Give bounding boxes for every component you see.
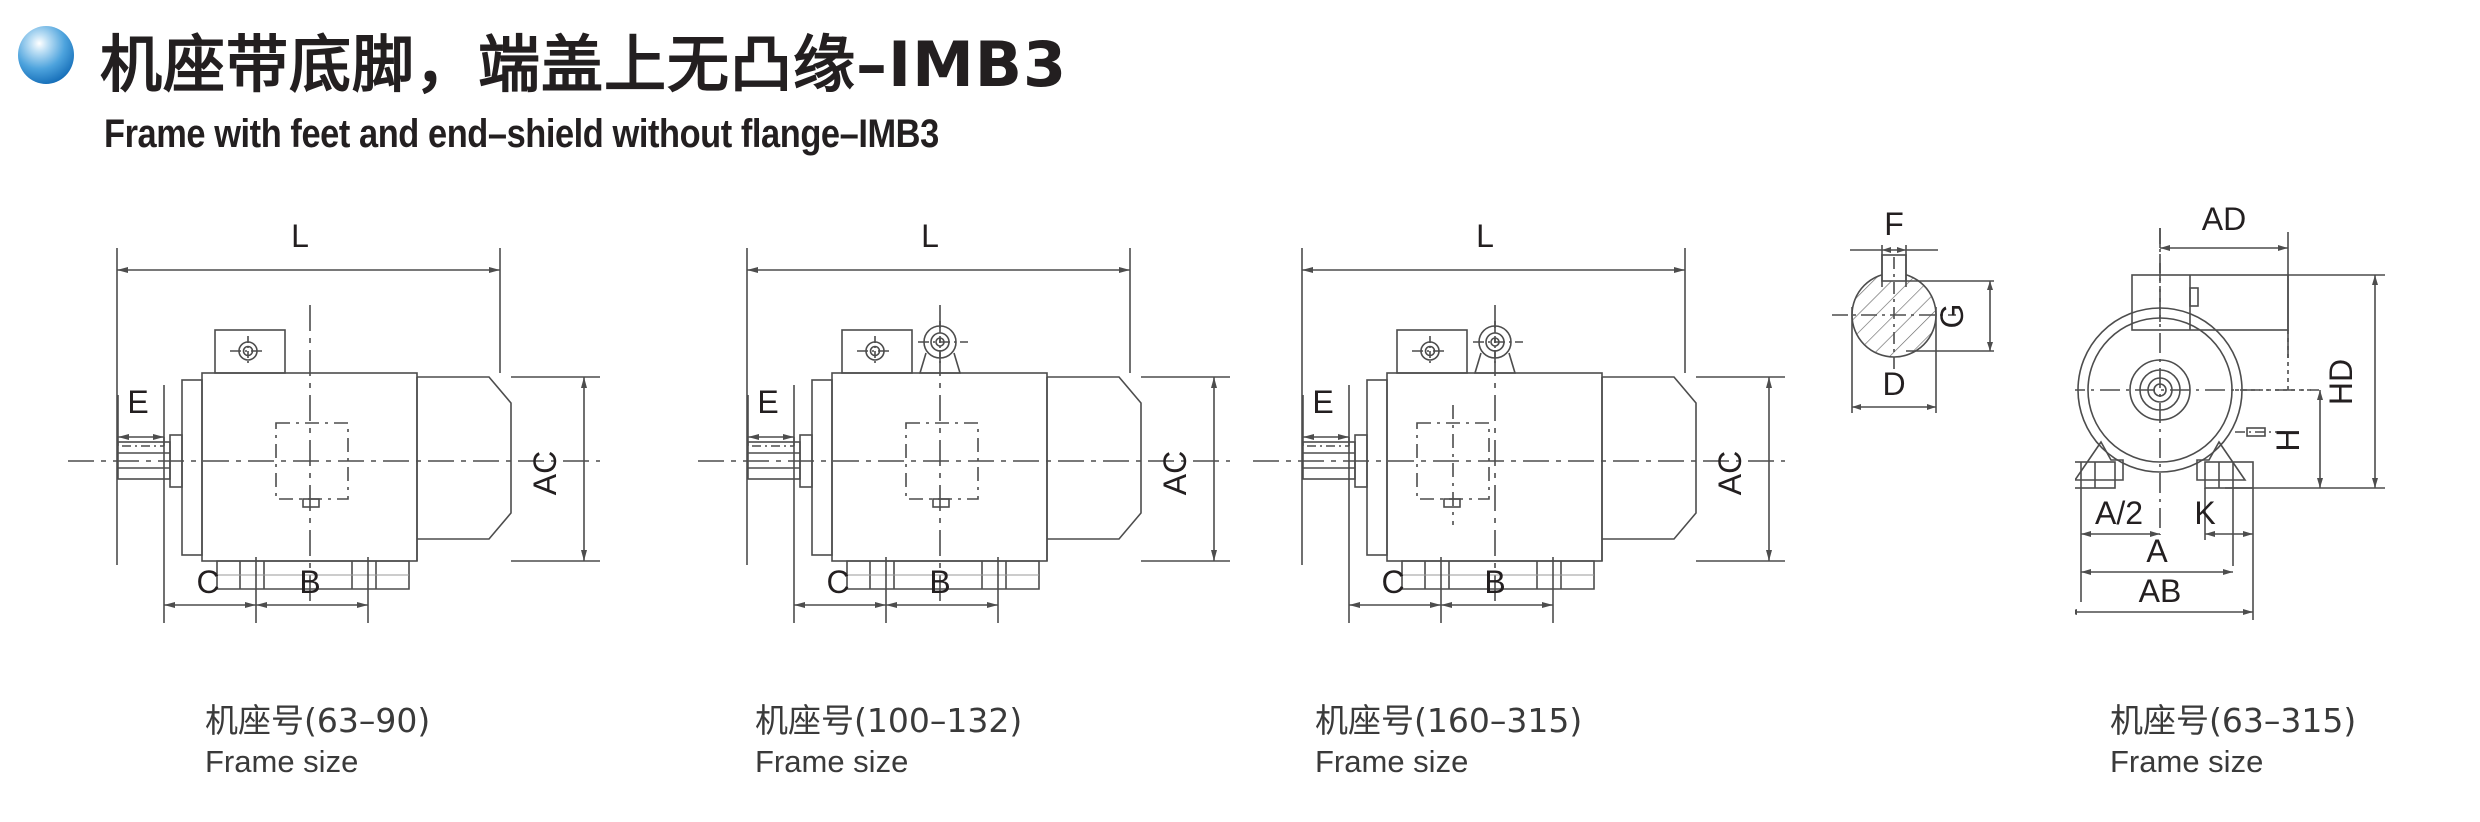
dimension-label-C: C <box>1381 564 1404 600</box>
dimension-label-G: G <box>1934 304 1970 329</box>
dimension-label-F: F <box>1884 206 1904 242</box>
drawing-frame-160-315: L E AC C B <box>1253 218 1785 623</box>
dimension-label-AD: AD <box>2202 201 2246 237</box>
caption-frame-63-315: 机座号(63–315) Frame size <box>2110 700 2356 782</box>
dimension-label-A: A <box>2146 533 2168 569</box>
dimension-label-D: D <box>1882 366 1905 402</box>
caption-cn: 机座号(160–315) <box>1315 701 1583 740</box>
page-header: 机座带底脚，端盖上无凸缘–IMB3 Frame with feet and en… <box>0 0 2480 185</box>
dimension-label-A-half: A/2 <box>2095 495 2143 531</box>
dimension-label-B: B <box>1484 564 1505 600</box>
dimension-label-B: B <box>299 564 320 600</box>
page-title-en: Frame with feet and end–shield without f… <box>104 112 939 156</box>
caption-en: Frame size <box>2110 744 2264 779</box>
figure-frame-100-132: L E AC C B <box>690 205 1250 635</box>
blue-sphere-bullet-icon <box>18 26 74 84</box>
dimension-label-K: K <box>2194 495 2215 531</box>
dimension-label-AC: AC <box>1712 451 1748 495</box>
dimension-label-C: C <box>196 564 219 600</box>
caption-frame-63-90: 机座号(63–90) Frame size <box>205 700 430 782</box>
caption-en: Frame size <box>1315 744 1469 779</box>
figure-frame-63-90: L E AC C B <box>60 205 620 635</box>
figure-shaft-section: F G D <box>1830 195 2070 425</box>
caption-frame-100-132: 机座号(100–132) Frame size <box>755 700 1022 782</box>
caption-cn: 机座号(63–90) <box>205 701 431 740</box>
caption-en: Frame size <box>755 744 909 779</box>
caption-frame-160-315: 机座号(160–315) Frame size <box>1315 700 1582 782</box>
dimension-label-E: E <box>1312 384 1333 420</box>
dimension-label-AC: AC <box>527 451 563 495</box>
dimension-label-B: B <box>929 564 950 600</box>
dimension-label-AC: AC <box>1157 451 1193 495</box>
dimension-label-E: E <box>757 384 778 420</box>
caption-cn: 机座号(100–132) <box>755 701 1023 740</box>
dimension-label-L: L <box>1476 218 1494 254</box>
dimension-label-C: C <box>826 564 849 600</box>
drawing-shaft-section: F G D <box>1832 206 1994 413</box>
caption-cn: 机座号(63–315) <box>2110 701 2357 740</box>
caption-en: Frame size <box>205 744 359 779</box>
drawing-frame-63-90: L E AC C B <box>68 218 600 623</box>
figure-frame-63-315-end: AD HD H A/2 K A AB <box>2075 190 2475 635</box>
page-title-cn: 机座带底脚，端盖上无凸缘–IMB3 <box>100 28 1068 101</box>
dimension-label-HD: HD <box>2323 359 2359 405</box>
dimension-label-L: L <box>921 218 939 254</box>
dimension-label-H: H <box>2270 428 2306 451</box>
drawing-frame-63-315-end: AD HD H A/2 K A AB <box>2075 201 2385 620</box>
dimension-label-E: E <box>127 384 148 420</box>
dimension-label-AB: AB <box>2139 573 2182 609</box>
dimension-label-L: L <box>291 218 309 254</box>
figure-frame-160-315: L E AC C B <box>1245 205 1805 635</box>
drawing-frame-100-132: L E AC C B <box>698 218 1230 623</box>
